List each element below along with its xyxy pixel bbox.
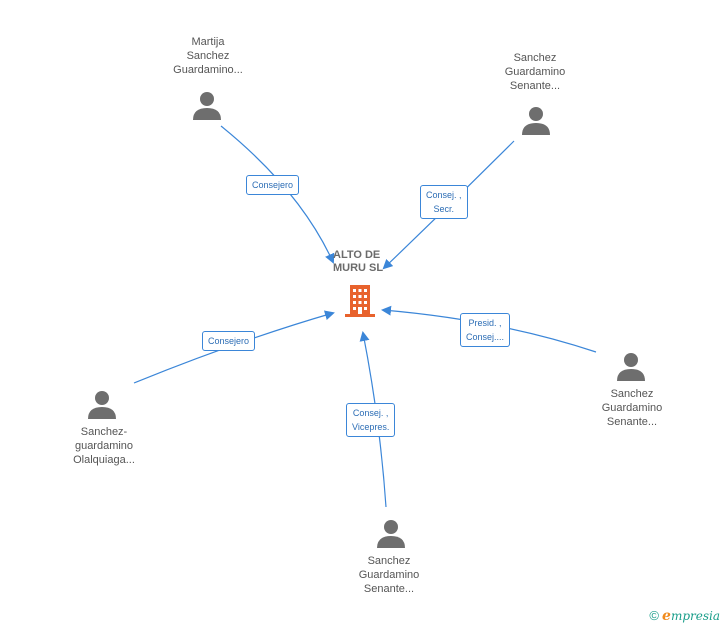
- role-text: Presid. ,: [468, 318, 502, 328]
- brand-rest: mpresia: [670, 609, 720, 623]
- person-name-p4[interactable]: Sanchez Guardamino Senante...: [582, 387, 682, 429]
- person-name-line: Sanchez: [186, 50, 230, 62]
- person-name-line: Olalquiaga...: [73, 454, 135, 466]
- role-label-p1[interactable]: Consejero: [246, 175, 300, 195]
- person-name-line: Senante...: [606, 416, 658, 428]
- role-label-p5[interactable]: Consej. , Vicepres.: [346, 403, 396, 437]
- person-name-line: Guardamino: [504, 66, 566, 78]
- person-name-p5[interactable]: Sanchez Guardamino Senante...: [339, 554, 439, 596]
- brand-name: empresia: [662, 608, 720, 624]
- person-name-line: guardamino: [74, 440, 134, 452]
- company-name-line2: MURU SL: [333, 262, 384, 274]
- person-name-p2[interactable]: Sanchez Guardamino Senante...: [485, 51, 585, 93]
- person-name-line: Sanchez-: [80, 426, 128, 438]
- person-name-line: Senante...: [509, 80, 561, 92]
- person-name-line: Guardamino...: [173, 64, 243, 76]
- company-name-line1: ALTO DE: [333, 249, 381, 261]
- empresia-logo[interactable]: ©empresia: [649, 608, 720, 624]
- brand-e: e: [662, 608, 671, 624]
- role-text: Consej. ,: [426, 190, 462, 200]
- person-icon[interactable]: [87, 389, 117, 419]
- person-icon[interactable]: [192, 90, 222, 120]
- person-icon[interactable]: [376, 518, 406, 548]
- role-label-p2[interactable]: Consej. , Secr.: [420, 185, 468, 219]
- role-text: Consejero: [208, 336, 250, 346]
- person-name-line: Guardamino: [358, 569, 420, 581]
- role-text: Secr.: [433, 204, 455, 214]
- person-icon[interactable]: [521, 105, 551, 135]
- role-label-p4[interactable]: Presid. , Consej....: [460, 313, 511, 347]
- role-text: Consejero: [252, 180, 294, 190]
- person-name-line: Senante...: [363, 583, 415, 595]
- company-name[interactable]: ALTO DE MURU SL: [333, 249, 383, 275]
- person-name-line: Guardamino: [601, 402, 663, 414]
- building-icon[interactable]: [343, 283, 377, 319]
- person-name-p3[interactable]: Sanchez- guardamino Olalquiaga...: [54, 425, 154, 467]
- person-name-p1[interactable]: Martija Sanchez Guardamino...: [158, 35, 258, 77]
- role-text: Vicepres.: [352, 422, 390, 432]
- copyright-icon: ©: [649, 608, 660, 623]
- person-icon[interactable]: [616, 351, 646, 381]
- role-text: Consej....: [466, 332, 505, 342]
- person-name-line: Sanchez: [610, 388, 654, 400]
- person-name-line: Sanchez: [367, 555, 411, 567]
- person-name-line: Martija: [191, 36, 225, 48]
- role-label-p3[interactable]: Consejero: [202, 331, 256, 351]
- person-name-line: Sanchez: [513, 52, 557, 64]
- role-text: Consej. ,: [352, 408, 389, 418]
